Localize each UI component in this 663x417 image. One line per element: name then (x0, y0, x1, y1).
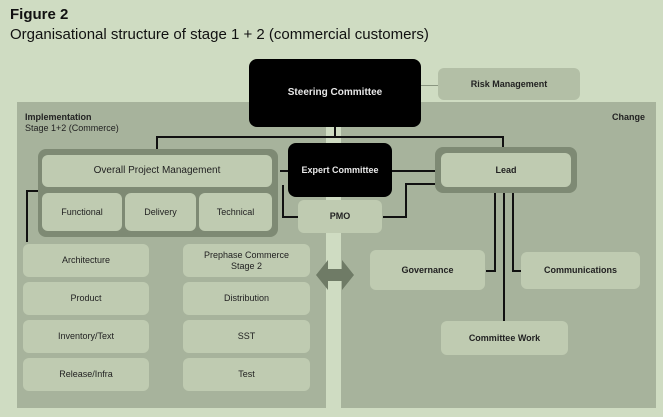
change-title: Change (612, 112, 646, 122)
connector-line (405, 183, 407, 217)
architecture-box: Architecture (23, 244, 149, 277)
connector-line (512, 192, 514, 272)
connector-line (280, 170, 290, 172)
connector-line (405, 183, 438, 185)
double-arrow-icon (316, 260, 354, 290)
connector-line (334, 125, 336, 137)
connector-line (26, 190, 38, 192)
connector-line (494, 192, 496, 272)
technical-box: Technical (199, 193, 272, 231)
figure-label: Figure 2 (10, 6, 69, 23)
product-box: Product (23, 282, 149, 315)
governance-box: Governance (370, 250, 485, 290)
inventory-text-box: Inventory/Text (23, 320, 149, 353)
connector-line (383, 216, 407, 218)
figure-caption: Organisational structure of stage 1 + 2 … (10, 26, 429, 43)
connector-line (486, 270, 496, 272)
communications-box: Communications (521, 252, 640, 289)
functional-box: Functional (42, 193, 122, 231)
prephase-commerce-box: Prephase Commerce Stage 2 (183, 244, 310, 277)
expert-committee-box: Expert Committee (288, 143, 392, 197)
pmo-box: PMO (298, 200, 382, 233)
implementation-subtitle: Stage 1+2 (Commerce) (25, 123, 119, 133)
test-box: Test (183, 358, 310, 391)
overall-project-management-box: Overall Project Management (42, 155, 272, 187)
steering-committee-box: Steering Committee (249, 59, 421, 127)
connector-line (503, 192, 505, 322)
distribution-box: Distribution (183, 282, 310, 315)
delivery-box: Delivery (125, 193, 196, 231)
risk-management-box: Risk Management (438, 68, 580, 100)
connector-line (392, 170, 438, 172)
connector-line (26, 190, 28, 242)
connector-line (512, 270, 522, 272)
committee-work-box: Committee Work (441, 321, 568, 355)
sst-box: SST (183, 320, 310, 353)
connector-line (156, 136, 158, 152)
connector-line (282, 216, 298, 218)
implementation-title: Implementation (25, 112, 92, 122)
connector-line (502, 136, 504, 150)
lead-box: Lead (441, 153, 571, 187)
connector-line (156, 136, 503, 138)
release-infra-box: Release/Infra (23, 358, 149, 391)
connector-line (282, 185, 284, 217)
